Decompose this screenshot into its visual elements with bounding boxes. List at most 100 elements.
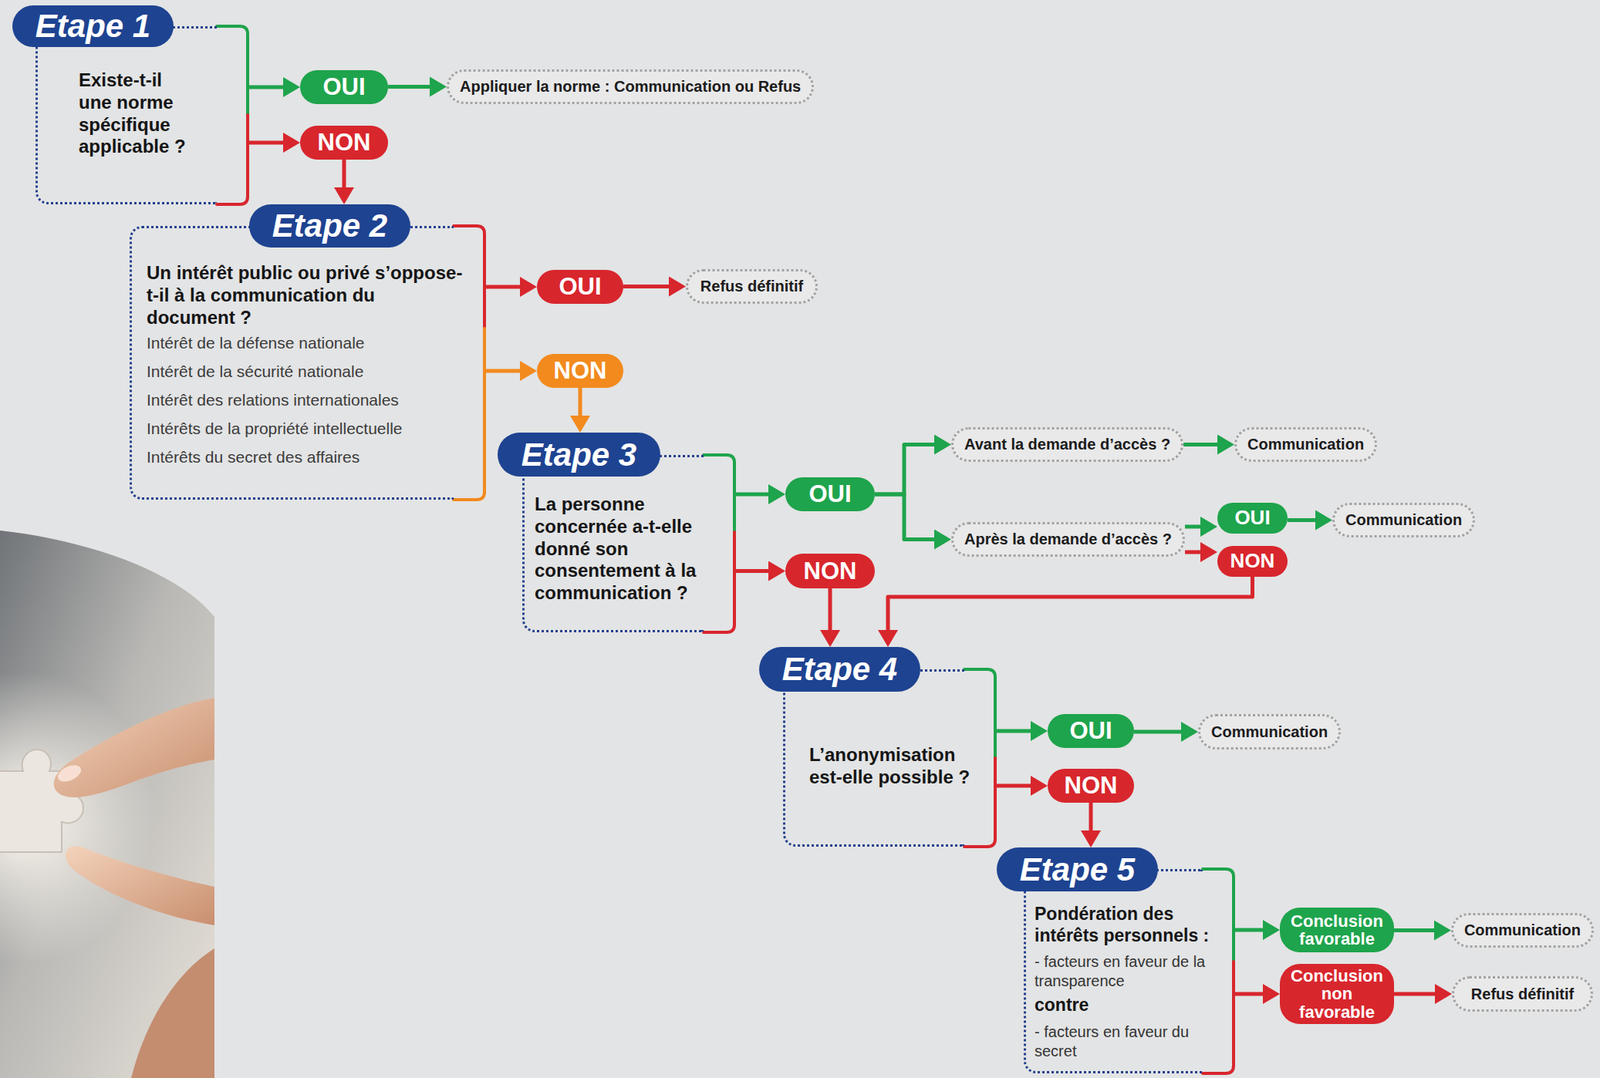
answer-pill: OUI bbox=[300, 70, 389, 105]
outcome-text: Refus définitif bbox=[700, 277, 804, 296]
step-bracket bbox=[216, 26, 248, 115]
question-text: Existe-t-il une norme spécifique applica… bbox=[78, 69, 195, 159]
answer-pill: NON bbox=[1047, 769, 1135, 804]
question-text: Un intérêt public ou privé s’oppose-t-il… bbox=[146, 262, 467, 329]
flow-arrow bbox=[247, 141, 291, 146]
flow-arrow bbox=[1287, 518, 1324, 523]
step-badge: Etape 4 bbox=[759, 647, 921, 692]
flow-arrow bbox=[1233, 928, 1271, 933]
outcome-text: Communication bbox=[1345, 511, 1462, 530]
flow-arrow bbox=[1184, 525, 1209, 530]
flow-arrow bbox=[734, 492, 777, 497]
palm bbox=[131, 948, 215, 1078]
step-title: Etape 1 bbox=[35, 10, 151, 43]
step-title: Etape 4 bbox=[782, 653, 898, 686]
conclusion-text: Conclusion non favorable bbox=[1287, 967, 1387, 1021]
flow-arrow bbox=[874, 445, 942, 496]
outcome-box: Communication bbox=[1332, 502, 1476, 538]
outcome-box: Appliquer la norme : Communication ou Re… bbox=[446, 69, 814, 105]
step-badge: Etape 5 bbox=[996, 847, 1158, 892]
outcome-text: Après la demande d’accès ? bbox=[964, 530, 1172, 549]
step-body: L’anonymisation est-elle possible ? bbox=[809, 744, 983, 790]
flow-arrow bbox=[484, 369, 528, 374]
flow-arrow bbox=[1394, 992, 1443, 997]
step-body: Existe-t-il une norme spécifique applica… bbox=[78, 69, 195, 159]
step-badge: Etape 3 bbox=[497, 432, 661, 477]
outcome-text: Avant la demande d’accès ? bbox=[964, 435, 1171, 454]
conclusion-box: Conclusion favorable bbox=[1279, 908, 1395, 953]
step-body: Pondération des intérêts personnels : - f… bbox=[1034, 904, 1224, 1062]
answer-label: NON bbox=[1064, 772, 1118, 800]
hand-illustration bbox=[0, 524, 217, 1078]
step-bracket bbox=[703, 532, 735, 633]
outcome-text: Appliquer la norme : Communication ou Re… bbox=[459, 77, 801, 96]
question-text: La personne concernée a-t-elle donné son… bbox=[534, 493, 732, 605]
outcome-box: Communication bbox=[1234, 427, 1378, 463]
question-text: Pondération des intérêts personnels : bbox=[1034, 904, 1224, 947]
flow-arrow bbox=[578, 388, 583, 424]
step-bracket bbox=[703, 455, 735, 533]
flow-arrow bbox=[247, 85, 291, 90]
answer-label: NON bbox=[803, 557, 858, 586]
criterion-text: Intérêt de la défense nationale bbox=[146, 328, 467, 358]
flow-arrow bbox=[995, 729, 1039, 734]
flow-arrow bbox=[995, 784, 1039, 789]
answer-label: OUI bbox=[1234, 506, 1270, 530]
conclusion-box: Conclusion non favorable bbox=[1279, 964, 1395, 1025]
flow-arrow bbox=[1394, 928, 1442, 933]
step-bracket bbox=[964, 669, 996, 759]
step-title: Etape 3 bbox=[521, 438, 637, 472]
answer-label: OUI bbox=[558, 273, 601, 301]
outcome-box: Refus définitif bbox=[1451, 976, 1594, 1013]
answer-pill: OUI bbox=[536, 270, 624, 304]
answer-label: NON bbox=[1230, 550, 1276, 574]
flow-arrow bbox=[828, 588, 833, 638]
flow-arrow bbox=[1184, 550, 1209, 555]
answer-label: OUI bbox=[808, 480, 851, 509]
flow-arrow bbox=[734, 569, 777, 574]
step-body: Un intérêt public ou privé s’oppose-t-il… bbox=[146, 262, 467, 472]
connectors bbox=[247, 87, 1443, 996]
step-block: Etape 1 Existe-t-il une norme spécifique … bbox=[12, 5, 248, 205]
question-text: L’anonymisation est-elle possible ? bbox=[809, 744, 983, 790]
answer-pill: NON bbox=[1217, 546, 1288, 578]
step-block: Etape 5 Pondération des intérêts personne… bbox=[996, 847, 1234, 1074]
criterion-text: Intérêts de la propriété intellectuelle bbox=[146, 414, 467, 443]
flow-arrow bbox=[623, 284, 677, 289]
flow-arrow bbox=[1183, 442, 1226, 447]
flow-arrow bbox=[342, 159, 347, 196]
flow-arrow bbox=[1233, 992, 1271, 997]
step-badge: Etape 2 bbox=[249, 204, 411, 248]
answer-pill: NON bbox=[300, 125, 389, 160]
flow-arrow bbox=[388, 84, 438, 89]
answer-pill: OUI bbox=[785, 477, 875, 512]
flow-arrow bbox=[1089, 803, 1094, 839]
step-block: Etape 4 L’anonymisation est-elle possible… bbox=[759, 647, 996, 848]
outcome-box: Refus définitif bbox=[685, 269, 818, 304]
step-block: Etape 2 Un intérêt public ou privé s’oppo… bbox=[129, 204, 485, 500]
answer-pill: OUI bbox=[1217, 502, 1288, 534]
light-glow bbox=[0, 671, 155, 965]
step-brackets bbox=[216, 26, 1234, 1074]
answer-pill: NON bbox=[785, 553, 875, 589]
step-bracket bbox=[216, 114, 248, 205]
criterion-text: Intérêt des relations internationales bbox=[146, 385, 467, 415]
outcome-text: Communication bbox=[1211, 723, 1328, 742]
answer-pill: NON bbox=[536, 354, 624, 389]
criterion-text: Intérêts du secret des affaires bbox=[146, 442, 467, 472]
outcome-box: Après la demande d’accès ? bbox=[951, 522, 1185, 557]
answer-pill: OUI bbox=[1047, 714, 1135, 749]
outcome-text: Refus définitif bbox=[1471, 985, 1574, 1004]
index-finger bbox=[54, 698, 215, 798]
step-title: Etape 5 bbox=[1019, 854, 1135, 887]
step-body: La personne concernée a-t-elle donné son… bbox=[534, 493, 732, 605]
flow-arrow bbox=[484, 285, 528, 290]
outcome-box: Communication bbox=[1451, 913, 1594, 949]
outcome-box: Communication bbox=[1198, 714, 1341, 750]
step-badge: Etape 1 bbox=[12, 5, 174, 48]
factor-text: - facteurs en faveur de la transparence bbox=[1034, 952, 1224, 992]
conclusion-text: Conclusion favorable bbox=[1287, 912, 1387, 949]
answer-label: NON bbox=[317, 128, 372, 157]
outcome-text: Communication bbox=[1247, 435, 1364, 454]
